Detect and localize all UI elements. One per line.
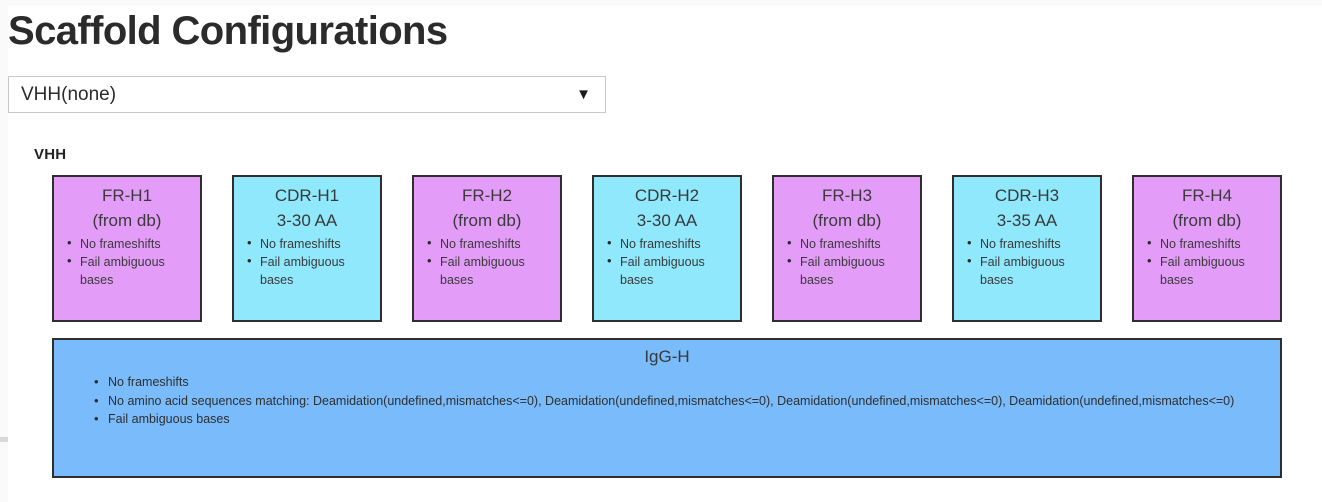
region-box-fr-h4[interactable]: FR-H4 (from db) No frameshiftsFail ambiguo… [1132,175,1282,322]
regions-row: FR-H1(from db)No frameshiftsFail ambiguo… [52,175,1282,322]
left-strip-divider [0,437,8,442]
region-rule-item: Fail ambiguous bases [1147,252,1276,289]
region-rule-item: No frameshifts [787,234,916,253]
region-rule-item: No frameshifts [427,234,556,253]
constant-region-title: IgG-H [644,347,690,366]
region-name: CDR-H2 [634,186,700,205]
scaffold-select-value: VHH(none) [21,83,117,105]
page-title: Scaffold Configurations [8,9,448,53]
region-rule-list: No frameshiftsFail ambiguous bases [954,234,1100,289]
chain-label: VHH [34,146,67,163]
region-name: CDR-H3 [994,186,1060,205]
region-rule-item: No frameshifts [247,234,376,253]
region-box-cdr-h2[interactable]: CDR-H2 3-30 AA No frameshiftsFail ambiguou… [592,175,742,322]
region-subtitle: (from db) [1172,211,1242,231]
region-rule-item: Fail ambiguous bases [247,252,376,289]
region-subtitle: (from db) [92,211,162,231]
region-rule-item: No frameshifts [607,234,736,253]
region-box-fr-h1[interactable]: FR-H1 (from db) No frameshiftsFail ambiguo… [52,175,202,322]
constant-region-panel[interactable]: IgG-H No frameshiftsNo amino acid sequen… [52,338,1282,478]
region-subtitle: (from db) [452,211,522,231]
top-strip [0,0,1322,6]
region-rule-item: Fail ambiguous bases [787,252,916,289]
region-subtitle: 3-30 AA [636,211,698,231]
region-rule-item: No frameshifts [1147,234,1276,253]
region-name: FR-H4 [1181,186,1233,205]
chevron-down-icon: ▼ [576,86,591,103]
region-rule-list: No frameshiftsFail ambiguous bases [54,234,200,289]
region-rule-list: No frameshiftsFail ambiguous bases [234,234,380,289]
region-rule-item: No frameshifts [967,234,1096,253]
region-subtitle: (from db) [812,211,882,231]
region-rule-list: No frameshiftsFail ambiguous bases [594,234,740,289]
region-rule-list: No frameshiftsFail ambiguous bases [774,234,920,289]
region-subtitle: 3-35 AA [996,211,1058,231]
region-name: FR-H2 [461,186,513,205]
region-box-cdr-h1[interactable]: CDR-H1 3-30 AA No frameshiftsFail ambiguou… [232,175,382,322]
constant-region-rule-item: Fail ambiguous bases [94,409,1270,429]
region-rule-item: No frameshifts [67,234,196,253]
region-box-cdr-h3[interactable]: CDR-H3 3-35 AA No frameshiftsFail ambiguou… [952,175,1102,322]
scaffold-select[interactable]: VHH(none) ▼ [8,76,606,113]
region-box-fr-h3[interactable]: FR-H3 (from db) No frameshiftsFail ambiguo… [772,175,922,322]
region-subtitle: 3-30 AA [276,211,338,231]
region-rule-item: Fail ambiguous bases [67,252,196,289]
region-name: FR-H3 [821,186,873,205]
constant-region-rule-list: No frameshiftsNo amino acid sequences ma… [54,372,1280,429]
region-rule-item: Fail ambiguous bases [607,252,736,289]
region-rule-list: No frameshiftsFail ambiguous bases [414,234,560,289]
region-rule-list: No frameshiftsFail ambiguous bases [1134,234,1280,289]
region-rule-item: Fail ambiguous bases [427,252,556,289]
region-box-fr-h2[interactable]: FR-H2 (from db) No frameshiftsFail ambiguo… [412,175,562,322]
left-strip [0,0,8,502]
region-name: FR-H1 [101,186,153,205]
region-rule-item: Fail ambiguous bases [967,252,1096,289]
constant-region-rule-item: No amino acid sequences matching: Deamid… [94,391,1270,411]
region-name: CDR-H1 [274,186,340,205]
constant-region-rule-item: No frameshifts [94,372,1270,392]
